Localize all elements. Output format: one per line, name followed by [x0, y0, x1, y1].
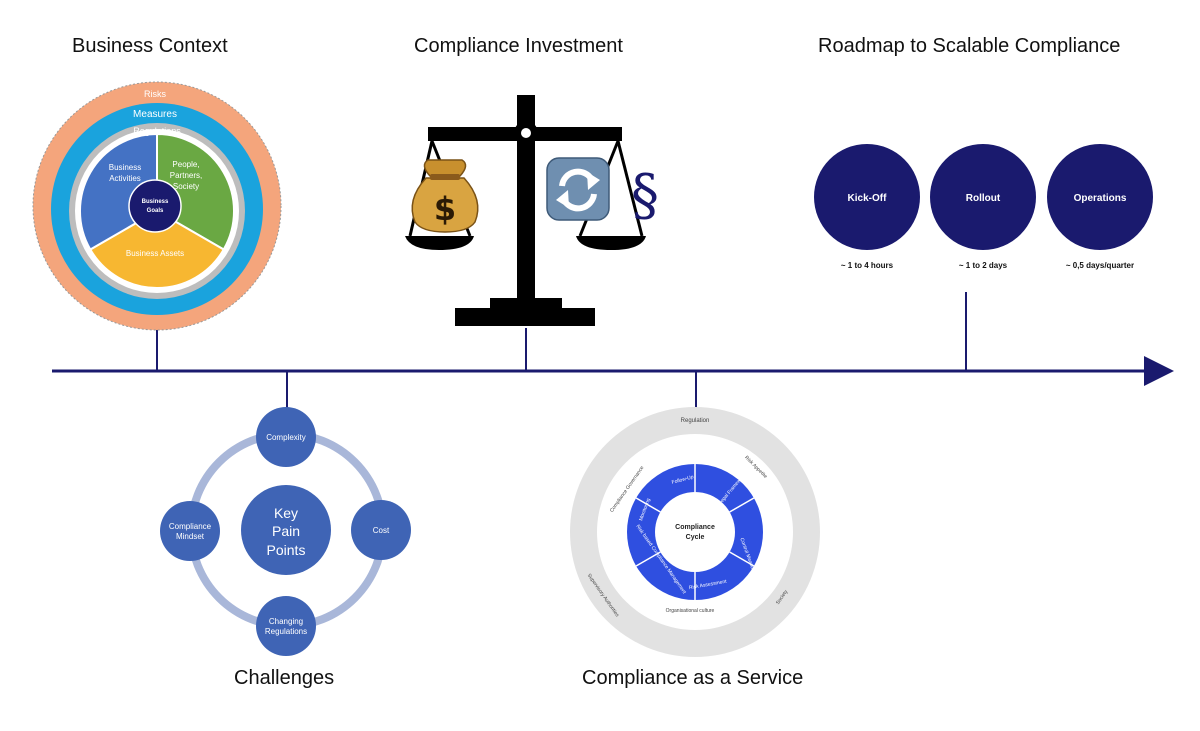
- regulation-label: Regulation: [681, 418, 710, 424]
- operations-circle: [1047, 144, 1153, 250]
- changing-regulations-label-line1: Changing: [269, 617, 303, 626]
- complexity-label: Complexity: [266, 433, 306, 442]
- scale-base: [455, 308, 595, 326]
- organisational-culture-label: Organisational culture: [666, 608, 715, 614]
- roadmap-steps: Kick-Off ~ 1 to 4 hours Rollout ~ 1 to 2…: [814, 144, 1153, 270]
- assets-label: Business Assets: [126, 249, 184, 258]
- paragraph-symbol: §: [631, 163, 659, 228]
- rollout-circle: [930, 144, 1036, 250]
- segment-follow-up: Follow-Up: [671, 474, 695, 486]
- mindset-label-line1: Compliance: [169, 522, 212, 531]
- measures-label: Measures: [133, 109, 177, 120]
- scale-post: [517, 95, 535, 298]
- challenges-title: Challenges: [234, 667, 335, 689]
- balance-scale: $ §: [405, 95, 659, 326]
- center-label-line3: Points: [267, 542, 306, 558]
- kickoff-duration: ~ 1 to 4 hours: [841, 261, 894, 270]
- complexity-node: [256, 407, 316, 467]
- goals-label-line1: Business: [142, 199, 169, 205]
- activities-label-line2: Activities: [109, 174, 141, 183]
- caas-center-line1: Compliance: [675, 524, 715, 531]
- cost-label: Cost: [373, 526, 390, 535]
- business-goals-center: [128, 179, 182, 233]
- right-pan: [576, 236, 646, 250]
- rollout-duration: ~ 1 to 2 days: [959, 261, 1008, 270]
- left-pan: [405, 236, 474, 250]
- operations-duration: ~ 0,5 days/quarter: [1066, 261, 1134, 270]
- changing-regulations-label-line2: Regulations: [265, 627, 307, 636]
- money-bag-icon: $: [411, 159, 479, 233]
- center-label-line2: Pain: [272, 523, 300, 539]
- business-context-diagram: Risks Measures Regulations Business Acti…: [32, 81, 282, 331]
- refresh-icon: [546, 157, 610, 221]
- mindset-node: [160, 501, 220, 561]
- mindset-label-line2: Mindset: [176, 532, 205, 541]
- caas-title: Compliance as a Service: [582, 667, 804, 689]
- risks-label: Risks: [144, 89, 166, 99]
- rollout-label: Rollout: [966, 193, 1001, 204]
- caas-center-line2: Cycle: [686, 534, 705, 541]
- challenges-diagram: Key Pain Points Complexity Cost Complian…: [160, 407, 411, 656]
- operations-label: Operations: [1074, 193, 1127, 204]
- people-label-line1: People,: [172, 160, 199, 169]
- roadmap-title: Roadmap to Scalable Compliance: [818, 35, 1121, 57]
- people-label-line3: Society: [173, 182, 199, 191]
- caas-diagram: Compliance Cycle Follow-Up Legal Framewo…: [570, 407, 820, 657]
- kickoff-circle: [814, 144, 920, 250]
- people-label-line2: Partners,: [170, 171, 202, 180]
- cost-node: [351, 500, 411, 560]
- compliance-investment-title: Compliance Investment: [414, 35, 623, 57]
- svg-text:$: $: [434, 190, 456, 228]
- goals-label-line2: Goals: [147, 208, 164, 214]
- key-pain-points-center: [241, 485, 331, 575]
- assets-segment: [88, 209, 226, 289]
- regulations-label: Regulations: [133, 126, 181, 136]
- center-label-line1: Key: [274, 505, 298, 521]
- business-context-title: Business Context: [72, 35, 228, 57]
- kickoff-label: Kick-Off: [848, 193, 888, 204]
- caas-center: [655, 492, 735, 572]
- activities-label-line1: Business: [109, 163, 141, 172]
- changing-regulations-node: [256, 596, 316, 656]
